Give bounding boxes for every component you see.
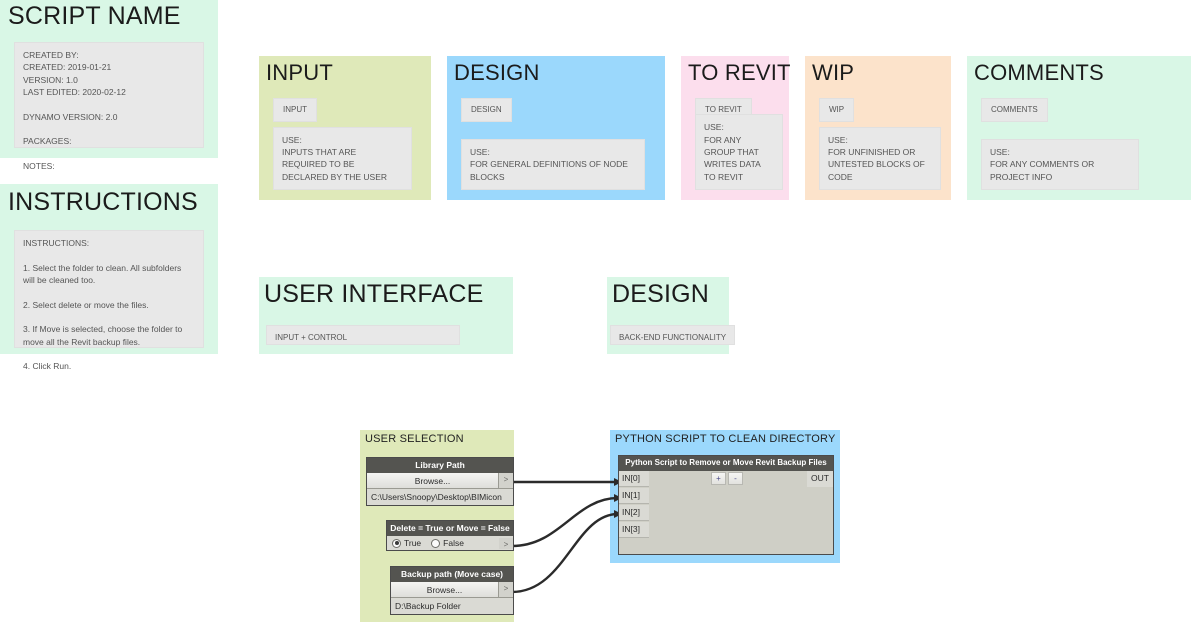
legend-group-design[interactable]: DESIGN DESIGN USE: FOR GENERAL DEFINITIO… [447, 56, 665, 200]
python-input-port-0[interactable]: IN[0] [619, 470, 649, 487]
node-backup-path-body: Browse... > D:\Backup Folder [391, 582, 513, 615]
remove-input-button[interactable]: - [728, 471, 743, 485]
legend-design-chip: DESIGN [461, 98, 512, 122]
legend-group-to-revit[interactable]: TO REVIT TO REVIT USE: FOR ANY GROUP THA… [681, 56, 791, 200]
legend-to-revit-title: TO REVIT [688, 60, 791, 85]
legend-design-title: DESIGN [454, 60, 540, 85]
node-library-path-header: Library Path [367, 458, 513, 474]
python-port-buttons: + - [711, 471, 743, 485]
library-path-browse-button[interactable]: Browse... [367, 473, 499, 489]
node-python-script-header: Python Script to Remove or Move Revit Ba… [619, 456, 833, 471]
node-delete-or-move-body: True False > [387, 536, 513, 551]
library-path-value: C:\Users\Snoopy\Desktop\BIMicon [367, 489, 513, 506]
backup-path-browse-button[interactable]: Browse... [391, 582, 499, 598]
legend-design-use: USE: FOR GENERAL DEFINITIONS OF NODE BLO… [461, 139, 645, 190]
python-input-port-3[interactable]: IN[3] [619, 521, 649, 538]
user-interface-title: USER INTERFACE [264, 280, 484, 308]
legend-input-chip: INPUT [273, 98, 317, 122]
python-script-group-title: PYTHON SCRIPT TO CLEAN DIRECTORY [615, 433, 836, 445]
backup-path-output-port[interactable]: > [499, 582, 513, 598]
legend-group-wip[interactable]: WIP WIP USE: FOR UNFINISHED OR UNTESTED … [805, 56, 951, 200]
design-section-title: DESIGN [612, 280, 710, 308]
node-backup-path[interactable]: Backup path (Move case) Browse... > D:\B… [390, 566, 514, 616]
user-interface-chip: INPUT + CONTROL [266, 325, 460, 345]
delete-or-move-output-port[interactable]: > [499, 537, 513, 549]
user-selection-title: USER SELECTION [365, 433, 464, 445]
legend-wip-use: USE: FOR UNFINISHED OR UNTESTED BLOCKS O… [819, 126, 941, 190]
legend-wip-title: WIP [812, 60, 855, 85]
radio-selected-icon[interactable] [392, 538, 401, 548]
backup-path-value: D:\Backup Folder [391, 598, 513, 615]
legend-input-use: USE: INPUTS THAT ARE REQUIRED TO BE DECL… [273, 126, 412, 190]
python-input-port-1[interactable]: IN[1] [619, 487, 649, 504]
python-input-port-2[interactable]: IN[2] [619, 504, 649, 521]
legend-group-input[interactable]: INPUT INPUT USE: INPUTS THAT ARE REQUIRE… [259, 56, 431, 200]
legend-to-revit-use: USE: FOR ANY GROUP THAT WRITES DATA TO R… [695, 114, 783, 190]
radio-option-false-label: False [443, 538, 464, 549]
radio-option-false[interactable]: False [431, 538, 464, 548]
legend-comments-chip: COMMENTS [981, 98, 1048, 122]
radio-option-true-label: True [404, 538, 422, 549]
library-path-output-port[interactable]: > [499, 473, 513, 489]
library-path-browse-row[interactable]: Browse... > [367, 473, 513, 490]
node-python-script[interactable]: Python Script to Remove or Move Revit Ba… [618, 455, 834, 555]
add-input-button[interactable]: + [711, 471, 726, 485]
node-library-path[interactable]: Library Path Browse... > C:\Users\Snoopy… [366, 457, 514, 507]
instructions-title: INSTRUCTIONS [8, 188, 198, 216]
radio-option-true[interactable]: True [392, 538, 421, 548]
node-delete-or-move-header: Delete = True or Move = False [387, 521, 513, 537]
radio-unselected-icon[interactable] [431, 538, 441, 548]
legend-input-title: INPUT [266, 60, 333, 85]
node-library-path-body: Browse... > C:\Users\Snoopy\Desktop\BIMi… [367, 473, 513, 506]
backup-path-browse-row[interactable]: Browse... > [391, 582, 513, 599]
python-output-port[interactable]: OUT [807, 470, 833, 487]
python-node-body: IN[0] IN[1] IN[2] IN[3] + - OUT [619, 470, 833, 553]
instructions-note: INSTRUCTIONS: 1. Select the folder to cl… [14, 230, 204, 371]
delete-or-move-radio-row[interactable]: True False > [387, 536, 513, 551]
node-delete-or-move[interactable]: Delete = True or Move = False True False… [386, 520, 514, 552]
legend-group-comments[interactable]: COMMENTS COMMENTS USE: FOR ANY COMMENTS … [967, 56, 1191, 200]
legend-comments-use: USE: FOR ANY COMMENTS OR PROJECT INFO [981, 139, 1139, 190]
legend-comments-title: COMMENTS [974, 60, 1104, 85]
script-name-note: CREATED BY: CREATED: 2019-01-21 VERSION:… [14, 42, 204, 171]
node-backup-path-header: Backup path (Move case) [391, 567, 513, 583]
legend-wip-chip: WIP [819, 98, 855, 122]
script-name-title: SCRIPT NAME [8, 2, 181, 30]
design-section-chip: BACK-END FUNCTIONALITY [610, 325, 736, 345]
